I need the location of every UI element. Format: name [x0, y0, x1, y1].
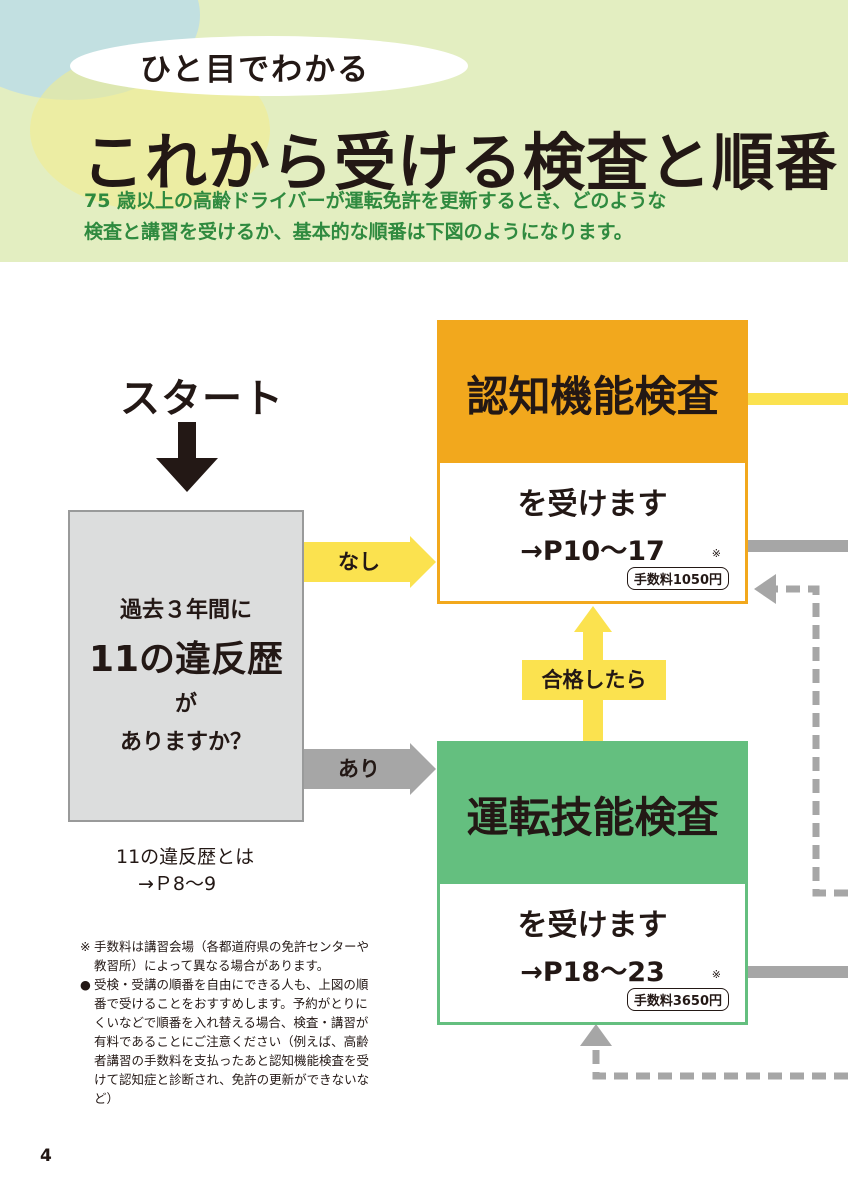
page-title: これから受ける検査と順番 — [82, 126, 839, 199]
question-line-4: ありますか？ — [119, 730, 252, 755]
question-line-1: 過去３年間に — [119, 598, 252, 623]
violation-reference-label: 11の違反歴とは — [116, 846, 255, 868]
question-box: 過去３年間に 11の違反歴 が ありますか？ — [68, 510, 304, 822]
question-line-3: が — [174, 692, 197, 717]
question-line-2: 11の違反歴 — [88, 639, 284, 680]
footnote-text: 手数料は講習会場（各都道府県の免許センターや教習所）によって異なる場合があります… — [94, 939, 370, 973]
cognitive-test-pages: →P10〜17 — [520, 536, 665, 567]
cognitive-test-take: を受けます — [517, 487, 668, 522]
start-label: スタート — [120, 376, 284, 422]
intro-line-1: 75 歳以上の高齢ドライバーが運転免許を更新するとき、どのような — [84, 190, 667, 212]
connector-cognitive-gray-right — [748, 540, 848, 552]
cognitive-test-title: 認知機能検査 — [440, 323, 745, 463]
arrow-no-shaft — [304, 542, 414, 582]
driving-test-pages: →P18〜23 — [520, 957, 665, 988]
footnote-fee: ※ 手数料は講習会場（各都道府県の免許センターや教習所）によって異なる場合があり… — [80, 937, 370, 975]
arrow-yes-shaft — [304, 749, 414, 789]
driving-test-note-mark: ※ — [711, 968, 721, 981]
footnote-mark: ※ — [80, 939, 91, 954]
arrow-no-head — [410, 536, 436, 588]
connector-driving-gray-right — [748, 966, 848, 978]
footnotes: ※ 手数料は講習会場（各都道府県の免許センターや教習所）によって異なる場合があり… — [80, 937, 370, 1108]
dashed-return-cognitive — [776, 585, 848, 897]
dashed-return-driving — [592, 1044, 848, 1080]
cognitive-test-box: 認知機能検査 を受けます →P10〜17 ※ 手数料1050円 — [437, 320, 748, 604]
cognitive-test-fee: 手数料1050円 — [626, 567, 729, 590]
down-arrow-icon — [156, 422, 218, 492]
dashed-return-cognitive-arrowhead — [754, 574, 776, 604]
arrow-no-label: なし — [338, 550, 380, 574]
violation-reference-pages: →Ｐ8〜9 — [138, 873, 217, 895]
driving-test-box: 運転技能検査 を受けます →P18〜23 ※ 手数料3650円 — [437, 741, 748, 1025]
intro-text: 75 歳以上の高齢ドライバーが運転免許を更新するとき、どのような 検査と講習を受… — [84, 186, 666, 248]
page-number: 4 — [40, 1146, 52, 1166]
driving-test-fee: 手数料3650円 — [626, 988, 729, 1011]
intro-line-2: 検査と講習を受けるか、基本的な順番は下図のようになります。 — [84, 221, 633, 243]
arrow-pass-head — [574, 606, 612, 632]
subtitle-pill — [70, 36, 468, 96]
footnote-mark: ● — [80, 977, 91, 992]
driving-test-take: を受けます — [517, 908, 668, 943]
dashed-return-driving-arrowhead — [580, 1024, 612, 1046]
arrow-yes-head — [410, 743, 436, 795]
arrow-pass-label: 合格したら — [541, 668, 647, 692]
arrow-pass-label-bg — [522, 660, 666, 700]
page-subtitle: ひと目でわかる — [140, 52, 371, 88]
arrow-yes-label: あり — [338, 757, 380, 781]
footnote-order: ● 受検・受講の順番を自由にできる人も、上図の順番で受けることをおすすめします。… — [80, 975, 370, 1108]
connector-cognitive-right — [748, 393, 848, 405]
cognitive-test-note-mark: ※ — [711, 547, 721, 560]
driving-test-title: 運転技能検査 — [440, 744, 745, 884]
header-band: ひと目でわかる これから受ける検査と順番 75 歳以上の高齢ドライバーが運転免許… — [0, 0, 848, 262]
footnote-text: 受検・受講の順番を自由にできる人も、上図の順番で受けることをおすすめします。予約… — [94, 977, 370, 1106]
